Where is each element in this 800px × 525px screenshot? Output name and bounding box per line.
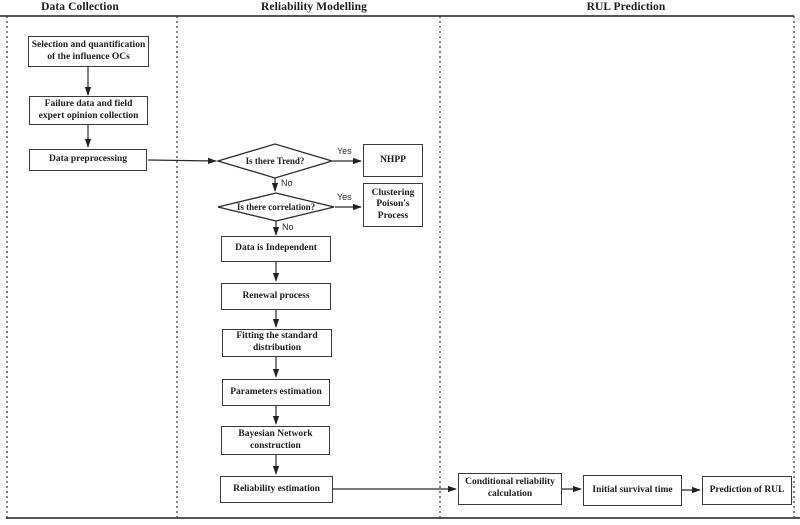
arrow-preprocessing-to-trend — [147, 157, 217, 165]
edge-label-correlation-no: No — [282, 222, 294, 232]
node-clustering-poison-process: Clustering Poison's Process — [363, 183, 423, 227]
node-data-preprocessing: Data preprocessing — [29, 149, 147, 171]
edge-label-correlation-yes: Yes — [337, 192, 352, 202]
diamond-trend — [215, 143, 335, 179]
node-reliability-estimation: Reliability estimation — [220, 476, 333, 503]
edge-label-trend-yes: Yes — [337, 146, 352, 156]
node-parameters-estimation: Parameters estimation — [222, 379, 330, 406]
node-selection-quantification: Selection and quantification of the infl… — [28, 36, 149, 67]
edge-label-trend-no: No — [281, 178, 293, 188]
node-data-independent: Data is Independent — [221, 236, 331, 262]
decision-trend-label: Is there Trend? — [245, 156, 305, 166]
node-failure-data-collection: Failure data and field expert opinion co… — [29, 96, 148, 125]
lane-header-data-collection: Data Collection — [41, 1, 119, 13]
diamond-correlation — [217, 192, 335, 222]
node-initial-survival-time: Initial survival time — [583, 475, 682, 506]
node-prediction-of-rul: Prediction of RUL — [702, 476, 792, 505]
node-renewal-process: Renewal process — [221, 283, 331, 310]
node-fitting-distribution: Fitting the standard distribution — [222, 329, 332, 357]
node-nhpp: NHPP — [363, 144, 423, 177]
node-bayesian-network: Bayesian Network construction — [221, 426, 330, 455]
node-conditional-reliability: Conditional reliability calculation — [458, 473, 562, 505]
lane-header-rul-prediction: RUL Prediction — [586, 1, 666, 13]
lane-header-reliability-modelling: Reliability Modelling — [261, 1, 367, 13]
decision-correlation-label: Is there correlation? — [236, 202, 316, 212]
